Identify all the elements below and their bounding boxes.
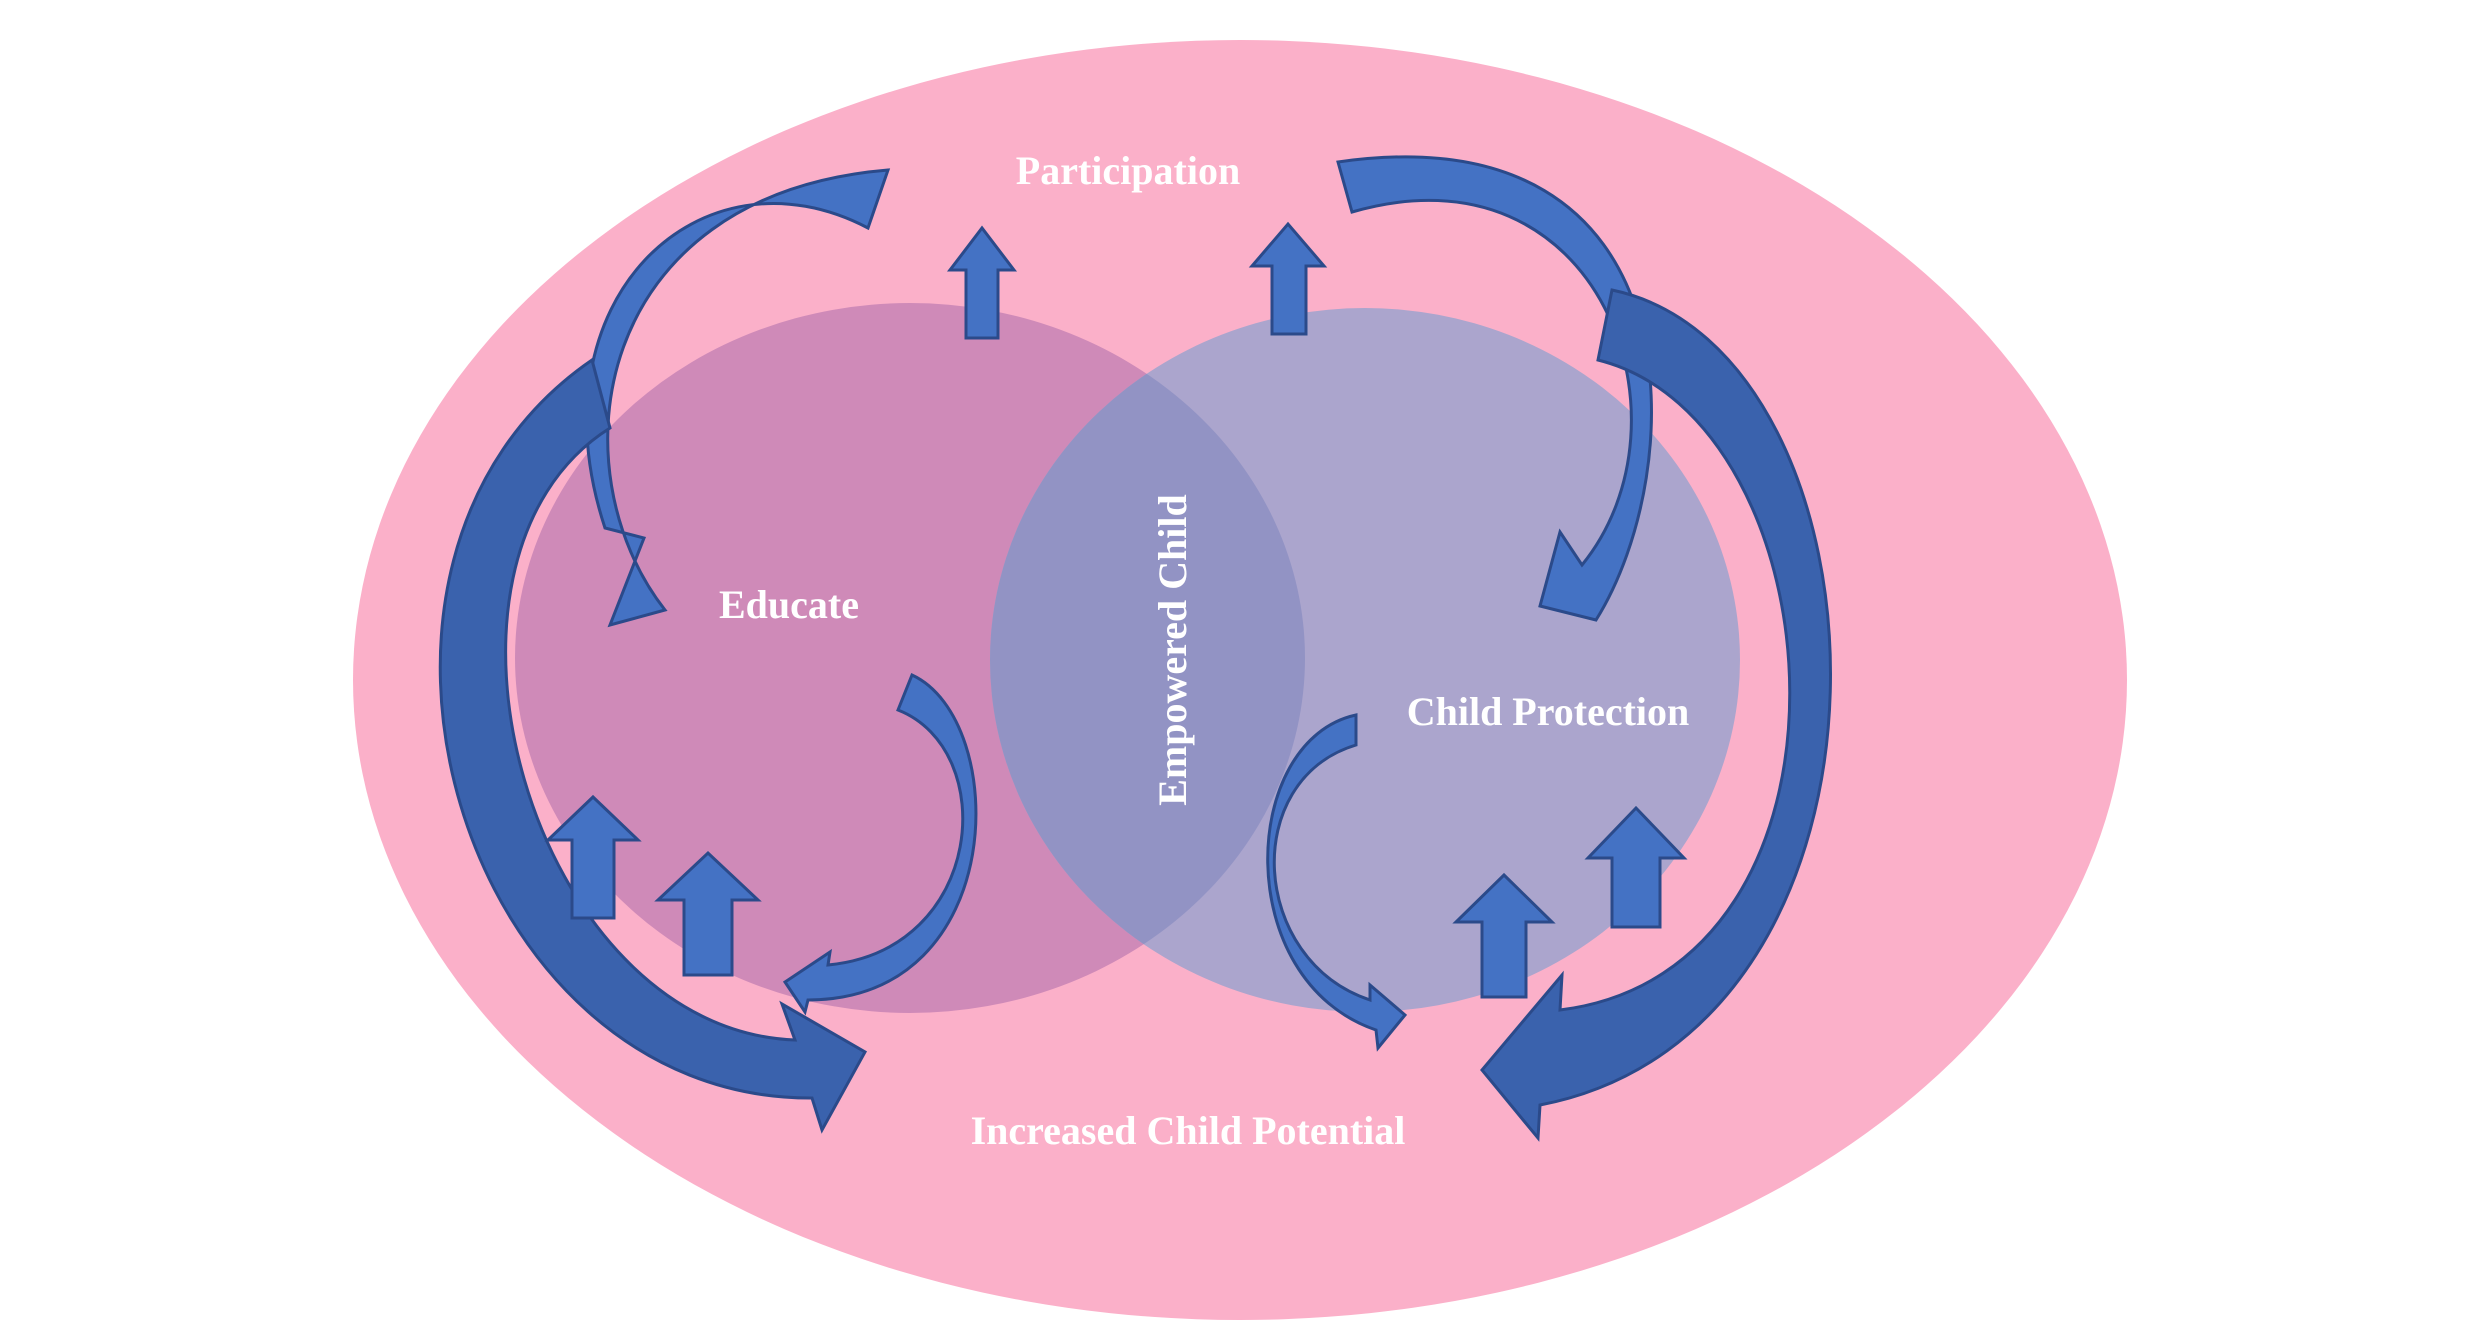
curved-arrow-icon — [438, 357, 868, 1134]
increased-child-potential-label: Increased Child Potential — [971, 1108, 1406, 1153]
up-arrow-icon — [654, 850, 762, 977]
up-arrow-icon — [544, 794, 642, 920]
child-protection-label: Child Protection — [1407, 689, 1690, 734]
up-arrow-icon — [1452, 872, 1556, 999]
educate-label: Educate — [719, 582, 859, 627]
curved-arrow-icon — [585, 168, 891, 628]
curved-arrow-icon — [1480, 288, 1832, 1142]
up-arrow-icon — [1584, 805, 1688, 929]
participation-label: Participation — [1016, 148, 1240, 193]
empowered-child-label: Empowered Child — [1150, 494, 1195, 806]
curved-arrow-icon — [1336, 155, 1653, 622]
curved-arrow-icon — [782, 672, 978, 1016]
overlap-region — [990, 308, 1305, 1012]
curved-arrow-icon — [1266, 713, 1408, 1052]
up-arrow-icon — [1248, 221, 1328, 336]
up-arrow-icon — [946, 225, 1018, 340]
